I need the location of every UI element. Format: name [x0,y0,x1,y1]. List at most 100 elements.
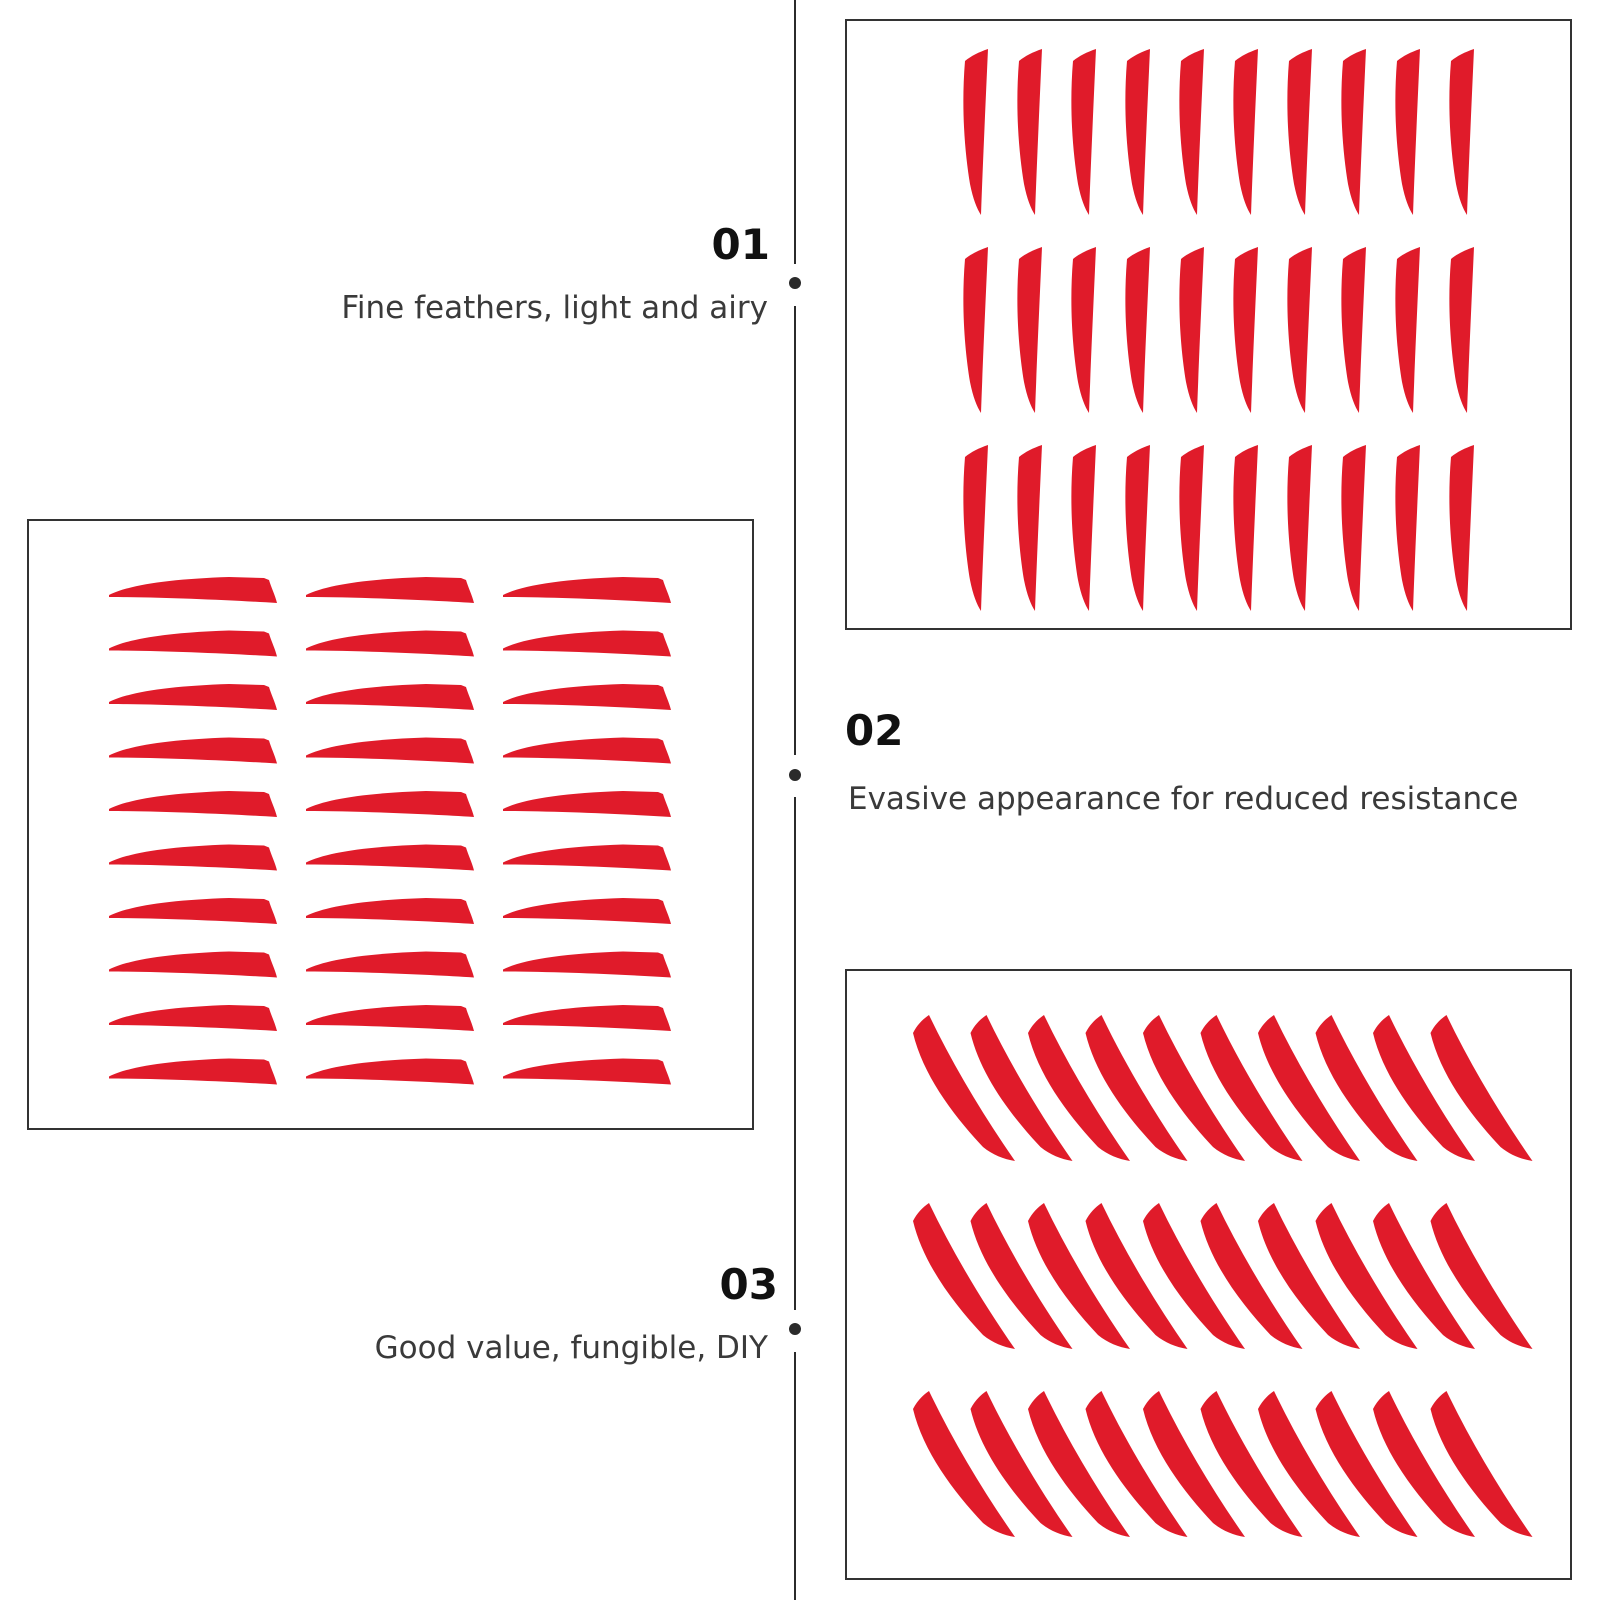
feather [109,737,277,764]
feather [1373,1015,1475,1161]
feature-number-02: 02 [845,706,904,755]
feather [1200,1391,1303,1537]
timeline-line [794,0,796,1600]
feature-number-03: 03 [719,1260,778,1309]
feather [963,445,988,611]
feather [970,1015,1073,1161]
feather [1125,445,1150,611]
feather [109,630,277,657]
feather [970,1391,1073,1537]
feather [503,1058,671,1085]
feather [1258,1391,1360,1537]
feather [1315,1203,1418,1349]
feather [1017,49,1042,215]
timeline-dot [789,277,801,289]
feather [503,630,671,657]
feather [1449,247,1474,413]
feather [1449,445,1474,611]
feather [1200,1203,1303,1349]
feather [1085,1015,1188,1161]
feather [1125,49,1150,215]
feature-caption-01: Fine feathers, light and airy [341,290,768,326]
feather [1373,1391,1475,1537]
feather [109,844,277,871]
feather [1395,247,1420,413]
feather [1179,49,1204,215]
feather [1233,445,1258,611]
feather [503,844,671,871]
feather [963,49,988,215]
feather [1200,1015,1303,1161]
feather [1430,1015,1533,1161]
feather [503,684,671,710]
feather [1085,1203,1188,1349]
feather-photo-upright-image [963,49,1474,611]
feather [1395,49,1420,215]
feather [1071,445,1096,611]
feather [1341,49,1366,215]
feather [913,1203,1015,1349]
feather [1287,49,1312,215]
feather [1430,1203,1533,1349]
feather [306,577,474,603]
feather [1085,1391,1188,1537]
feather [1143,1015,1245,1161]
feather-photo-upright [845,19,1572,630]
feather [1395,445,1420,611]
feather [503,791,671,817]
feather [503,577,671,603]
feather [1341,445,1366,611]
feather [503,1005,671,1031]
feather [1373,1203,1475,1349]
feather [306,684,474,710]
feather-photo-horizontal-image [109,577,671,1085]
feather [1028,1391,1130,1537]
feather [109,577,277,603]
feather [1233,49,1258,215]
feather [1449,49,1474,215]
feather [306,1005,474,1031]
timeline-dot [789,769,801,781]
feather [1258,1015,1360,1161]
feather [913,1015,1015,1161]
feather [109,951,277,978]
timeline-dot [789,1323,801,1335]
feather [306,951,474,978]
feather [913,1391,1015,1537]
feather [1430,1391,1533,1537]
feature-number-01: 01 [711,220,770,269]
feather [970,1203,1073,1349]
feather [306,630,474,657]
feather [503,951,671,978]
feather [1028,1203,1130,1349]
feather-photo-diagonal [845,969,1572,1580]
feather [1071,49,1096,215]
feather [1017,445,1042,611]
feather [1287,247,1312,413]
feather [1315,1391,1418,1537]
feather [306,791,474,817]
feather [1125,247,1150,413]
feather [1179,247,1204,413]
feather [306,1058,474,1085]
feature-caption-02: Evasive appearance for reduced resistanc… [848,781,1519,817]
feather-photo-horizontal [27,519,754,1130]
feather [109,684,277,710]
feather [1017,247,1042,413]
feather [1143,1203,1245,1349]
feather [1341,247,1366,413]
feather [503,898,671,924]
feather [306,844,474,871]
feather [1143,1391,1245,1537]
feather [109,1005,277,1031]
feather [1028,1015,1130,1161]
feather [1179,445,1204,611]
feather [1287,445,1312,611]
feather [306,737,474,764]
feather [109,1058,277,1085]
feather [963,247,988,413]
feather-photo-diagonal-image [913,1015,1533,1537]
feather [1258,1203,1360,1349]
feather [306,898,474,924]
feather [109,898,277,924]
